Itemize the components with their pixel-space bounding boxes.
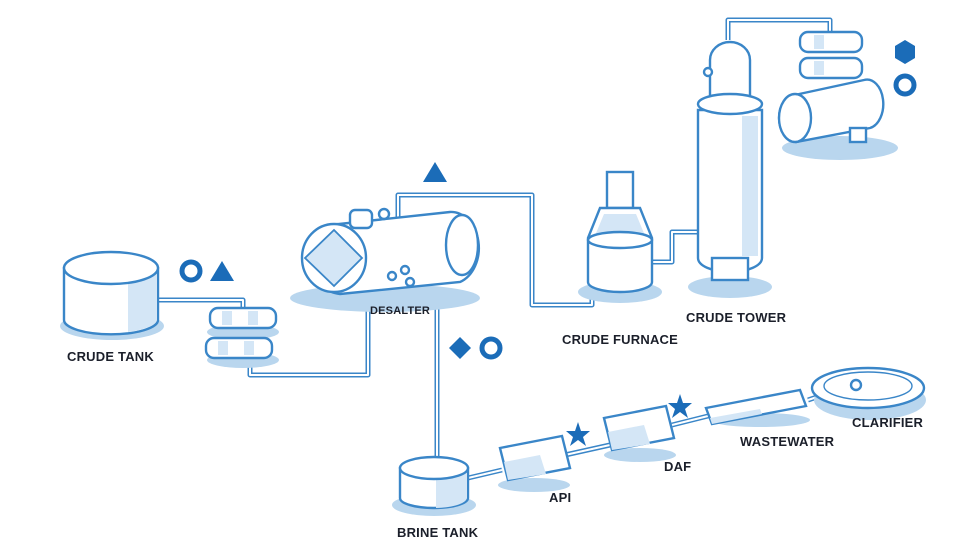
crude-tank [60, 250, 164, 340]
overhead-drum-shadow [782, 136, 898, 160]
clarifier [810, 366, 926, 420]
desalter-valve [348, 208, 374, 230]
overhead-pump-1 [798, 30, 864, 54]
circle-marker-crude-tank [179, 259, 203, 283]
overhead-drum-boot [848, 126, 868, 144]
overhead-pump-2 [798, 56, 864, 80]
overhead-pump-1-band [814, 35, 824, 49]
diamond-marker-drain [449, 337, 471, 359]
label-desalter: DESALTER [370, 305, 430, 317]
daf-shadow [604, 448, 676, 462]
crude-tank-top [62, 250, 160, 286]
clarifier-center [849, 378, 863, 392]
label-crude-tank: CRUDE TANK [67, 349, 154, 364]
tower-top [708, 40, 752, 102]
desalter-tail [444, 213, 480, 277]
pipe-network [155, 17, 833, 481]
circle-marker-drain [479, 336, 503, 360]
star-marker-daf [668, 394, 692, 418]
tower-shadow [688, 276, 772, 298]
furnace-rim [586, 230, 654, 250]
crude-tower [688, 40, 772, 298]
clarifier-inner-ring [823, 371, 913, 401]
circle-marker-overhead [893, 73, 917, 97]
triangle-marker-crude-tank [210, 261, 234, 281]
label-crude-furnace: CRUDE FURNACE [562, 332, 678, 347]
desalter-gauge [377, 207, 391, 221]
pipe-furnace-to-tower-inner [652, 231, 705, 263]
label-crude-tower: CRUDE TOWER [686, 310, 787, 325]
pump-2-band [218, 341, 228, 355]
tower-shade [742, 116, 758, 256]
crude-tank-shade [128, 270, 156, 332]
desalter-port-1 [386, 270, 398, 282]
labels: CRUDE TANK DESALTER CRUDE FURNACE CRUDE … [67, 305, 924, 540]
desalter-port-2 [399, 264, 411, 276]
api-shade [504, 455, 546, 480]
daf-unit [602, 404, 676, 462]
clarifier-body [810, 366, 926, 410]
tower-skirt [710, 256, 750, 282]
wastewater-shade [710, 409, 762, 424]
api-separator [498, 434, 572, 492]
desalter-port-3 [404, 276, 416, 288]
label-api: API [549, 490, 571, 505]
pipe-brine-to-clarifier-inner [467, 395, 821, 479]
brine-tank-top [398, 455, 470, 481]
desalter-head-cone [303, 228, 364, 288]
label-wastewater: WASTEWATER [740, 434, 835, 449]
overhead-drum-head [777, 92, 813, 144]
label-brine-tank: BRINE TANK [397, 525, 479, 540]
pipe-tower-overhead-inner [727, 19, 831, 40]
pump-2 [204, 336, 274, 360]
crude-furnace [578, 170, 662, 303]
tower-port [702, 66, 714, 78]
pipe-desalter-to-furnace-inner [397, 194, 593, 306]
wastewater-unit [704, 388, 810, 427]
api-shadow [498, 478, 570, 492]
desalter [290, 207, 481, 312]
pump-1-band-2 [248, 311, 258, 325]
overhead-system [777, 30, 898, 160]
tower-collar [696, 92, 764, 116]
crude-pumps [204, 306, 279, 368]
daf-shade [608, 425, 650, 450]
hexagon-marker-overhead [895, 40, 915, 64]
brine-tank [392, 455, 476, 516]
overhead-pump-2-band [814, 61, 824, 75]
pump-2-band-2 [244, 341, 254, 355]
label-clarifier: CLARIFIER [852, 415, 924, 430]
label-daf: DAF [664, 459, 691, 474]
furnace-stack [605, 170, 635, 210]
pump-1-band [222, 311, 232, 325]
star-marker-api [566, 422, 590, 446]
markers [179, 40, 917, 446]
pump-1 [208, 306, 278, 330]
triangle-marker-desalter [423, 162, 447, 182]
